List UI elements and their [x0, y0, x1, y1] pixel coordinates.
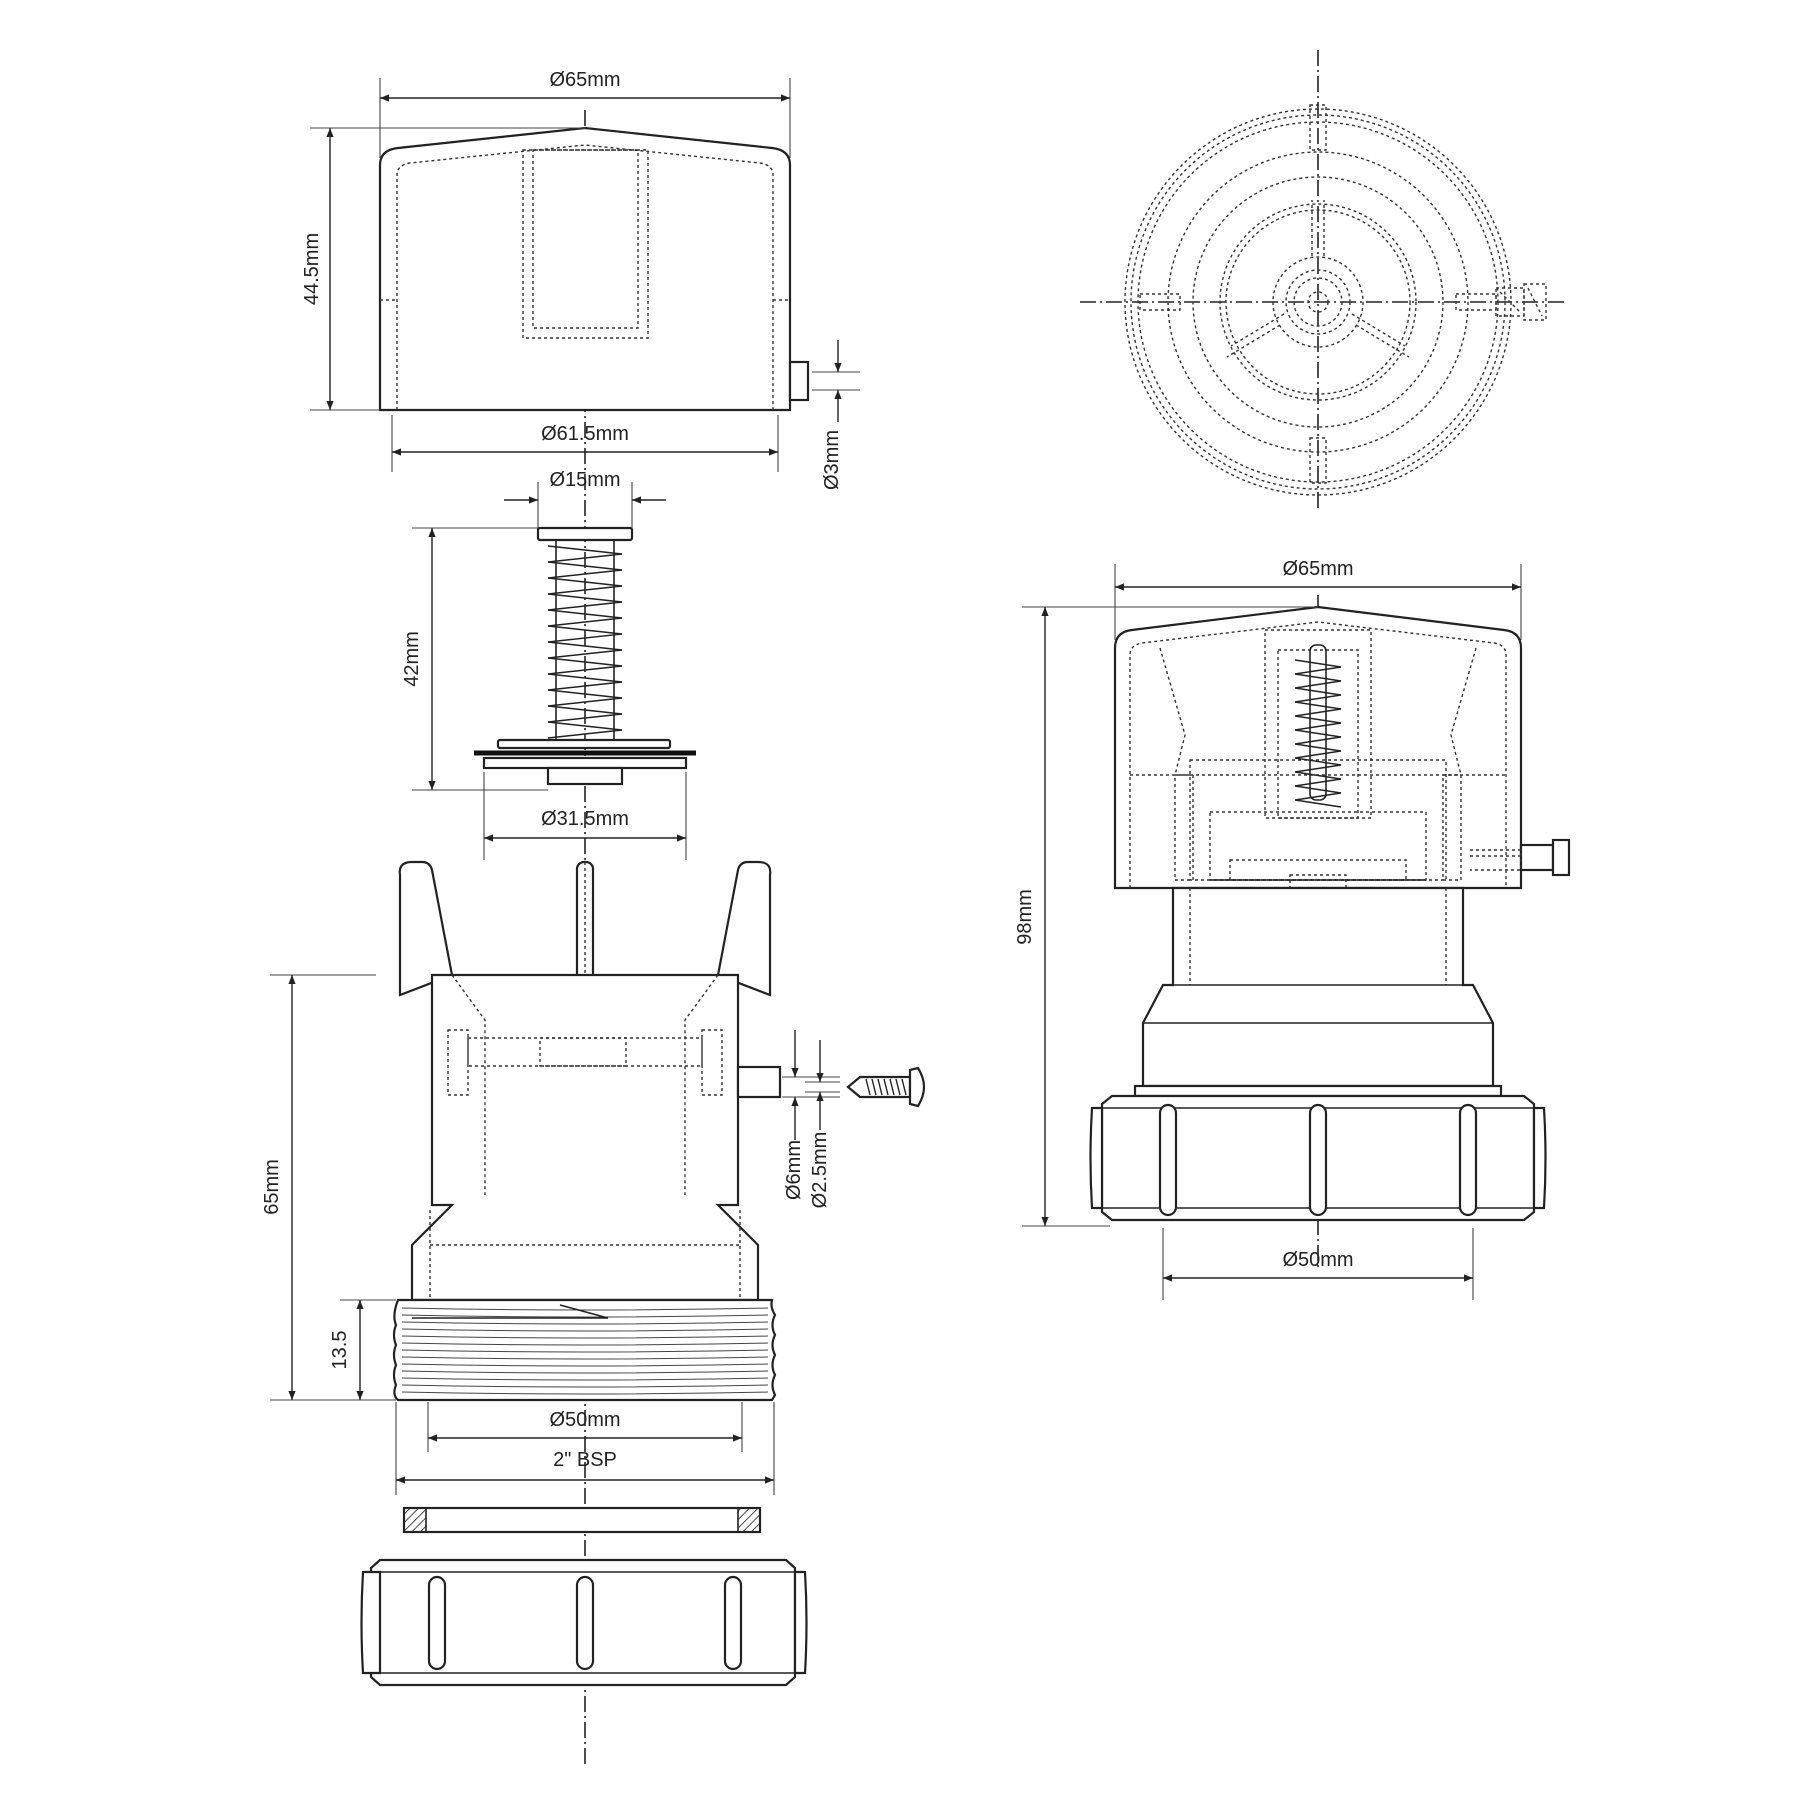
assembly-height-label: 98mm — [1014, 889, 1036, 945]
screw-diameter-label: Ø2.5mm — [809, 1132, 831, 1209]
spring-height-label: 42mm — [401, 631, 423, 687]
thread-line — [401, 1307, 769, 1311]
assembly-outlet-diameter-label: Ø50mm — [1282, 1249, 1353, 1271]
thread-lines — [401, 1307, 769, 1395]
body-height-label: 65mm — [261, 1159, 283, 1215]
thread-line — [401, 1335, 769, 1339]
thread-line — [401, 1363, 769, 1367]
thread-size-label: 2" BSP — [553, 1449, 617, 1471]
assembly-coil — [1294, 659, 1342, 808]
assembly-diameter-label: Ø65mm — [1282, 558, 1353, 580]
spring-top-diameter-label: Ø15mm — [549, 469, 620, 491]
spring-part — [474, 526, 696, 786]
assembled-view — [1089, 605, 1571, 1222]
thread-line — [401, 1342, 769, 1346]
cap-height-label: 44.5mm — [301, 233, 323, 305]
washer-diameter-label: Ø31.5mm — [541, 808, 629, 830]
top-view — [1124, 104, 1547, 496]
cap-screw-diameter-label: Ø3mm — [821, 430, 843, 490]
cap-outer-diameter-label: Ø65mm — [549, 69, 620, 91]
thread-height-label: 13.5 — [329, 1331, 351, 1370]
thread-line — [401, 1377, 769, 1381]
thread-line — [401, 1328, 769, 1332]
union-nut-part — [360, 1558, 808, 1687]
body-outlet-diameter-label: Ø50mm — [549, 1409, 620, 1431]
cap-inner-diameter-label: Ø61.5mm — [541, 423, 629, 445]
body-part — [392, 860, 782, 1402]
screw-thread — [865, 1078, 907, 1096]
gasket-part — [402, 1506, 762, 1534]
thread-line — [401, 1384, 769, 1388]
spring-coil — [547, 545, 623, 739]
screw-hole-diameter-label: Ø6mm — [783, 1140, 805, 1200]
thread-line — [401, 1314, 769, 1318]
thread-line — [401, 1321, 769, 1325]
cap-part — [378, 126, 810, 412]
screw-part — [846, 1066, 926, 1108]
dimension-lines — [270, 78, 1522, 1495]
thread-line — [401, 1391, 769, 1395]
thread-line — [401, 1349, 769, 1353]
thread-line — [401, 1370, 769, 1374]
thread-line — [401, 1356, 769, 1360]
